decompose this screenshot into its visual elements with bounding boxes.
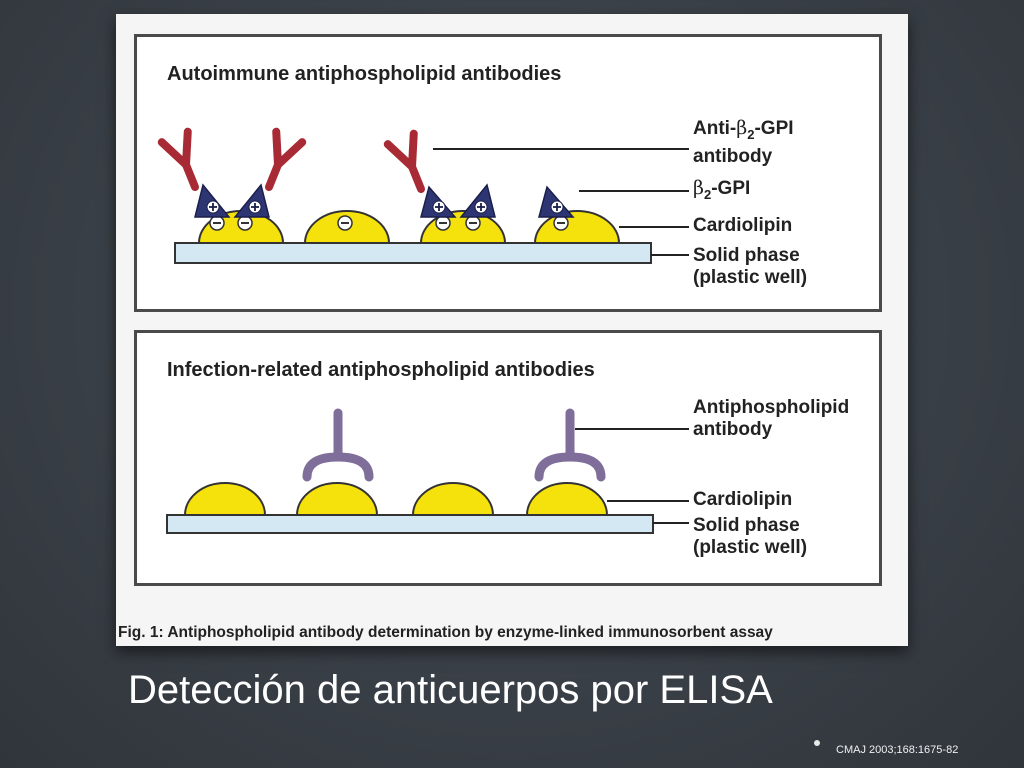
beta2-gpi-label: β2-GPI [693,177,751,202]
solid-phase-bar [174,242,652,264]
cardiolipin-label: Cardiolipin [693,215,793,236]
citation: CMAJ 2003;168:1675-82 [836,744,959,756]
cardiolipin-label: Cardiolipin [693,489,793,510]
autoimmune-panel-title: Autoimmune antiphospholipid antibodies [167,63,562,85]
antiphospholipid-antibody-label: Antiphospholipid antibody [693,397,850,440]
anti-beta2-gpi-label: Anti-β2-GPI antibody [693,117,794,167]
leader-lines [575,428,689,524]
cardiolipin-dome [525,482,609,516]
leader-lines [433,148,689,256]
antiphospholipid-antibodies [302,408,606,482]
bullet-point [814,740,820,746]
solid-phase-bar [166,514,654,534]
infection-diagram [166,408,689,534]
solid-phase-label: Solid phase (plastic well) [693,245,808,288]
autoimmune-diagram [137,37,689,264]
figure-paper: Autoimmune antiphospholipid antibodies [116,14,908,646]
slide-title: Detección de anticuerpos por ELISA [128,668,773,712]
solid-phase-label: Solid phase (plastic well) [693,515,808,558]
cardiolipin-dome [411,482,495,516]
infection-panel: Infection-related antiphospholipid antib… [134,330,882,586]
autoimmune-panel: Autoimmune antiphospholipid antibodies [134,34,882,312]
cardiolipin-dome [295,482,379,516]
figure-caption: Fig. 1: Antiphospholipid antibody determ… [118,624,773,641]
infection-panel-title: Infection-related antiphospholipid antib… [167,359,595,381]
cardiolipin-dome [183,482,267,516]
